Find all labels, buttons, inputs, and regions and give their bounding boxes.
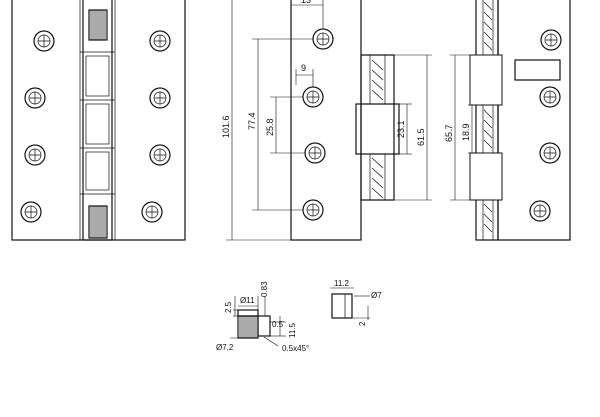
dim-height-total: 101.6: [221, 115, 231, 138]
screw-holes-back: [529, 29, 562, 222]
back-view: 65.7 18.9: [444, 0, 571, 241]
dim-pin-chamfer: 0.5x45°: [282, 344, 309, 353]
dim-slot-offset: 9: [301, 63, 306, 73]
dim-bush-dia: Ø7: [371, 291, 382, 300]
pin-tip-bottom: [88, 205, 108, 239]
dim-knuckle-span: 61.5: [416, 128, 426, 146]
dim-pin-neck: 0.5: [272, 320, 284, 329]
dim-back-knuckle: 18.9: [461, 123, 471, 141]
dim-pin-dia: Ø7.2: [216, 343, 234, 352]
dim-top-width: 13: [301, 0, 311, 5]
dim-bush-len: 11.2: [334, 279, 350, 288]
dim-pin-top: 2.5: [224, 301, 233, 313]
dim-back-height: 65.7: [444, 124, 454, 142]
dim-screw-pitch: 25.8: [265, 118, 275, 136]
screw-holes-side: [302, 28, 334, 221]
pin-tip-top: [88, 9, 108, 41]
front-view: [11, 0, 186, 241]
screw-holes-front: [20, 30, 171, 223]
dim-pin-len: 11.5: [288, 322, 297, 338]
pin-detail: 2.5 Ø11 0.83 0.5 11.5 Ø7.2 0.5x45°: [216, 281, 309, 353]
side-view: 13 9 101.6 77.4 25.8 23.1 61.5: [221, 0, 432, 241]
dim-height-screws: 77.4: [247, 112, 257, 130]
label-plate: [514, 59, 561, 81]
dim-bush-wall: 2: [358, 321, 367, 326]
bush-detail: 11.2 Ø7 2: [330, 279, 382, 326]
dim-knuckle: 23.1: [396, 120, 406, 138]
dim-pin-head-h: 0.83: [260, 281, 269, 297]
dim-pin-head-dia: Ø11: [240, 296, 255, 305]
